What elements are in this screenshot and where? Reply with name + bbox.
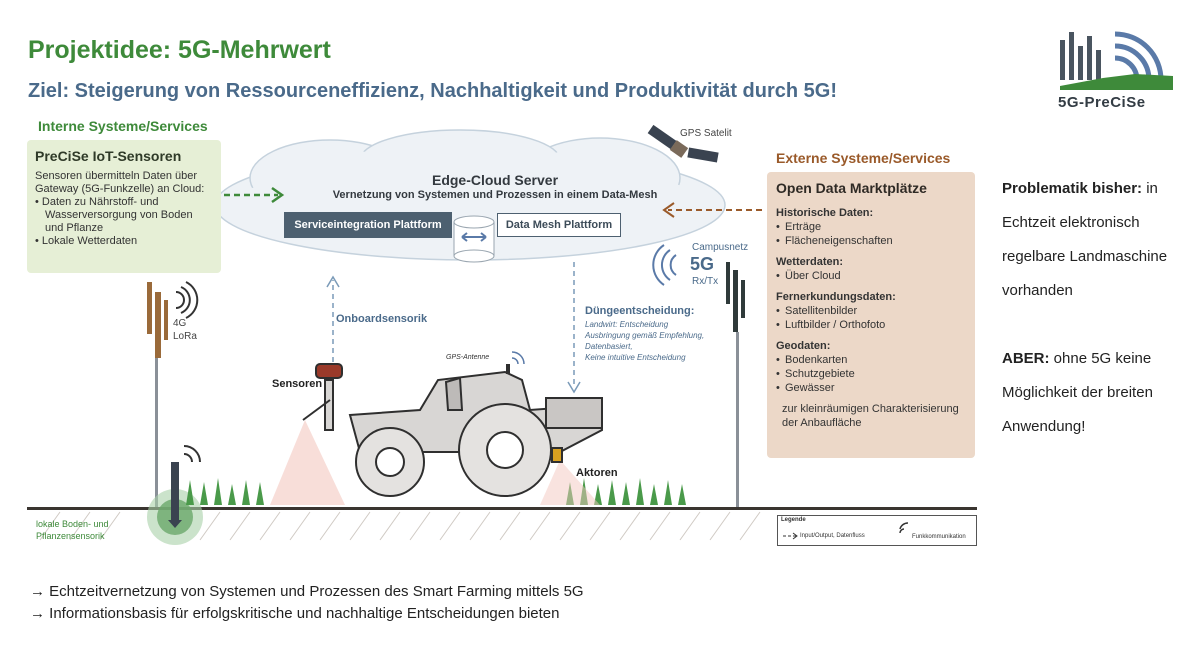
sensoren-label: Sensoren (272, 378, 323, 390)
legend-funk-label: Funkkommunikation (912, 534, 966, 540)
page-subtitle: Ziel: Steigerung von Ressourceneffizienz… (28, 80, 838, 102)
internal-item-1c: und Pflanze (45, 222, 104, 234)
soil-hatch (39, 511, 761, 541)
campus-antenna-icon (652, 244, 745, 510)
crop-rows (186, 478, 686, 505)
external-heading: Externe Systeme/Services (776, 150, 951, 166)
tractor-illustration (302, 363, 604, 497)
lora-label: LoRa (173, 331, 197, 342)
rxtx-label: Rx/Tx (692, 276, 719, 287)
problem-line-4: vorhanden (1002, 282, 1073, 299)
legend: Legende Input/Output, Datenfluss Funkkom… (777, 515, 977, 546)
lokale-sensorik-label: lokale Boden- und Pflanzensensorik (36, 519, 109, 541)
serviceintegration-platform-box: Serviceintegration Plattform (284, 212, 452, 238)
problem-line-1: Problematik bisher: in (1002, 180, 1158, 197)
legend-radio-icon (899, 522, 909, 534)
data-mesh-platform-box: Data Mesh Plattform (497, 213, 621, 237)
internal-box-title: PreCiSe IoT-Sensoren (35, 148, 182, 164)
legend-title: Legende (781, 517, 806, 523)
aber-line-1: ABER: ohne 5G keine (1002, 350, 1152, 367)
database-icon (453, 215, 495, 263)
4g-label: 4G (173, 318, 187, 329)
bottom-line-1: → Echtzeitvernetzung von Systemen und Pr… (30, 583, 584, 600)
duenge-body: Landwirt: Entscheidung Ausbringung gemäß… (585, 320, 705, 362)
ext-group-geo: Geodaten: BodenkartenSchutzgebieteGewäss… (776, 339, 966, 395)
problem-line-3: regelbare Landmaschine (1002, 248, 1168, 265)
ext-group-fernerkundung: Fernerkundungsdaten: SatellitenbilderLuf… (776, 290, 966, 332)
ext-group-historisch: Historische Daten: ErträgeFlächeneigensc… (776, 206, 966, 248)
logo-5g-precise (1060, 31, 1173, 90)
aktoren-label: Aktoren (576, 467, 618, 479)
internal-intro-1: Sensoren übermitteln Daten über (35, 170, 198, 182)
problem-line-2: Echtzeit elektronisch (1002, 214, 1140, 231)
right-panel: Problematik bisher: in Echtzeit elektron… (1002, 172, 1185, 444)
duenge-title: Düngeentscheidung: (585, 305, 695, 317)
gps-satellite-icon (647, 124, 719, 163)
ext-group-wetter: Wetterdaten: Über Cloud (776, 255, 966, 283)
legend-io-label: Input/Output, Datenfluss (800, 533, 865, 539)
internal-heading: Interne Systeme/Services (38, 118, 208, 134)
internal-item-1b: Wasserversorgung von Boden (45, 209, 193, 221)
actuator-cone (540, 460, 600, 505)
cloud-subtitle: Vernetzung von Systemen und Prozessen in… (332, 189, 658, 201)
lora-antenna-icon (147, 281, 199, 508)
external-box: Open Data Marktplätze Historische Daten:… (767, 172, 975, 458)
gps-satellite-label: GPS Satelit (680, 128, 732, 139)
arrow-right-icon: → (30, 605, 45, 622)
aber-line-3: Anwendung! (1002, 418, 1086, 435)
sensor-cone (270, 420, 345, 505)
gps-antenne-label: GPS-Antenne (446, 354, 490, 361)
campusnetz-label: Campusnetz (692, 242, 749, 253)
ground-line (27, 507, 977, 510)
internal-item-1: • Daten zu Nährstoff- und (35, 196, 159, 208)
legend-dashed-arrow-icon (783, 532, 798, 540)
onboard-sensor-label: Onboardsensorik (336, 313, 428, 325)
page-title: Projektidee: 5G-Mehrwert (28, 36, 331, 64)
aber-line-2: Möglichkeit der breiten (1002, 384, 1153, 401)
external-box-title: Open Data Marktplätze (776, 180, 927, 196)
internal-intro-2: Gateway (5G-Funkzelle) an Cloud: (35, 183, 205, 195)
bottom-line-2: → Informationsbasis für erfolgskritische… (30, 605, 560, 622)
internal-box: PreCiSe IoT-Sensoren Sensoren übermittel… (27, 140, 221, 273)
cloud-title: Edge-Cloud Server (431, 172, 559, 188)
internal-item-2: • Lokale Wetterdaten (35, 235, 138, 247)
gps-antenna-icon (506, 351, 525, 374)
arrow-right-icon: → (30, 583, 45, 600)
logo-text: 5G-PreCiSe (1058, 94, 1146, 111)
ext-footer: zur kleinräumigen Charakterisierung der … (782, 403, 959, 429)
five-g-label: 5G (690, 254, 715, 274)
